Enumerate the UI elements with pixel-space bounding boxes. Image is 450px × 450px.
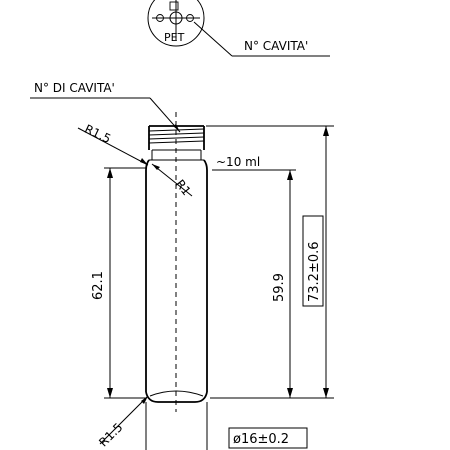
top-view-symbol: PET N° CAVITA' — [147, 0, 330, 57]
bottom-radius-callout: R1.5 — [96, 395, 149, 449]
cavity-number-top-label: N° CAVITA' — [244, 39, 308, 53]
fill-height-label: 59.9 — [272, 273, 287, 302]
total-height-label: 73.2±0.6 — [307, 241, 322, 302]
material-label: PET — [164, 31, 185, 44]
bottle-outline — [145, 112, 208, 450]
diameter-dimension: ø16±0.2 — [228, 427, 308, 449]
volume-callout: ~10 ml — [212, 155, 296, 171]
neck-radius-label: R1.5 — [82, 122, 113, 146]
shoulder-radius-callout: R1 — [151, 163, 194, 198]
cavity-number-side-label: N° DI CAVITA' — [34, 81, 115, 95]
fill-height-dimension: 59.9 — [210, 170, 296, 399]
total-height-dimension: 73.2±0.6 — [206, 125, 334, 399]
cavity-number-side-callout: N° DI CAVITA' — [30, 81, 181, 133]
bottom-radius-label: R1.5 — [96, 420, 125, 449]
top-view-outer-circle — [147, 0, 205, 47]
volume-label: ~10 ml — [216, 155, 260, 169]
body-height-label: 62.1 — [91, 271, 106, 300]
body-height-dimension: 62.1 — [91, 167, 146, 399]
diameter-label: ø16±0.2 — [233, 432, 289, 447]
neck-radius-callout: R1.5 — [77, 122, 149, 166]
